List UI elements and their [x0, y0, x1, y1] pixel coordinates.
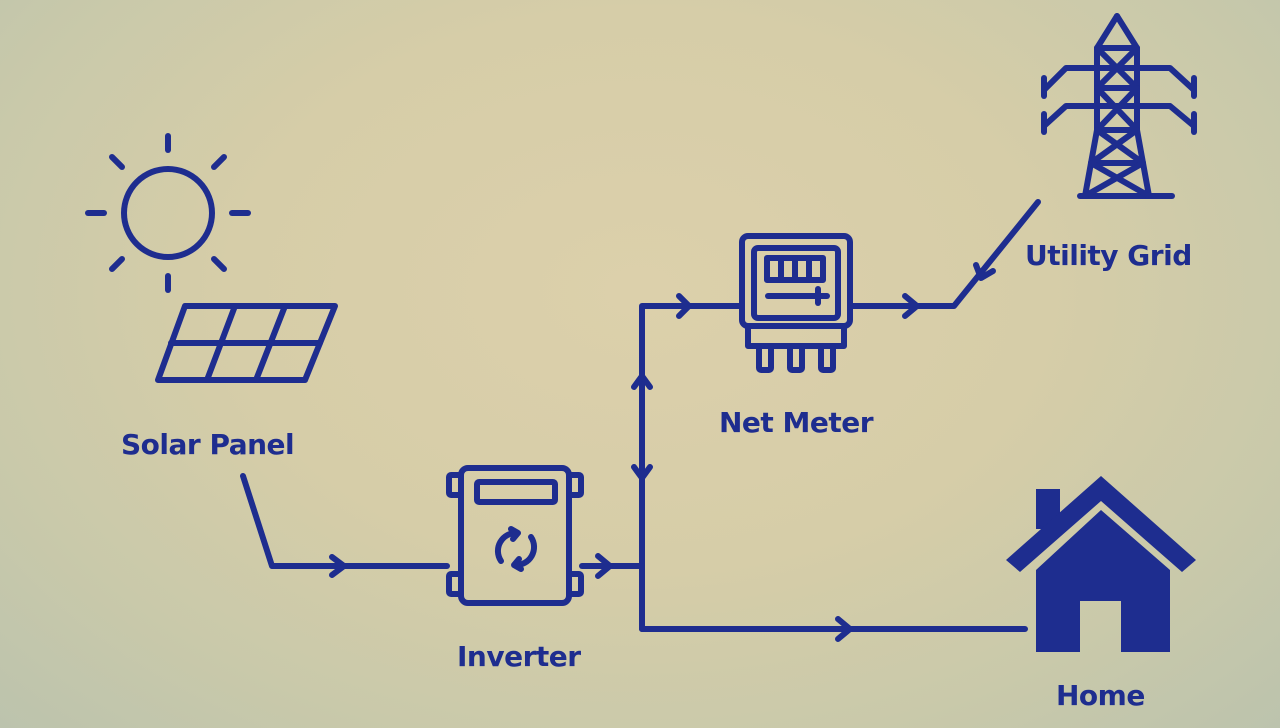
wire-net-meter-to-grid — [848, 199, 1041, 319]
home-label: Home — [1056, 679, 1145, 712]
net-meter-label: Net Meter — [719, 406, 874, 439]
wire-inverter-out — [579, 553, 645, 579]
house-icon — [1006, 476, 1196, 652]
wire-to-net-meter — [631, 293, 745, 632]
sun-icon — [85, 133, 251, 293]
wire-to-home — [639, 563, 1028, 642]
solar-panel-icon — [155, 303, 338, 383]
net-meter-icon — [739, 233, 853, 373]
transmission-tower-icon — [1041, 13, 1197, 199]
utility-grid-label: Utility Grid — [1025, 239, 1192, 272]
inverter-icon — [446, 465, 584, 606]
solar-panel-label: Solar Panel — [121, 428, 295, 461]
wire-solar-to-inverter — [240, 473, 450, 578]
refresh-icon — [494, 526, 538, 572]
inverter-label: Inverter — [457, 640, 581, 673]
